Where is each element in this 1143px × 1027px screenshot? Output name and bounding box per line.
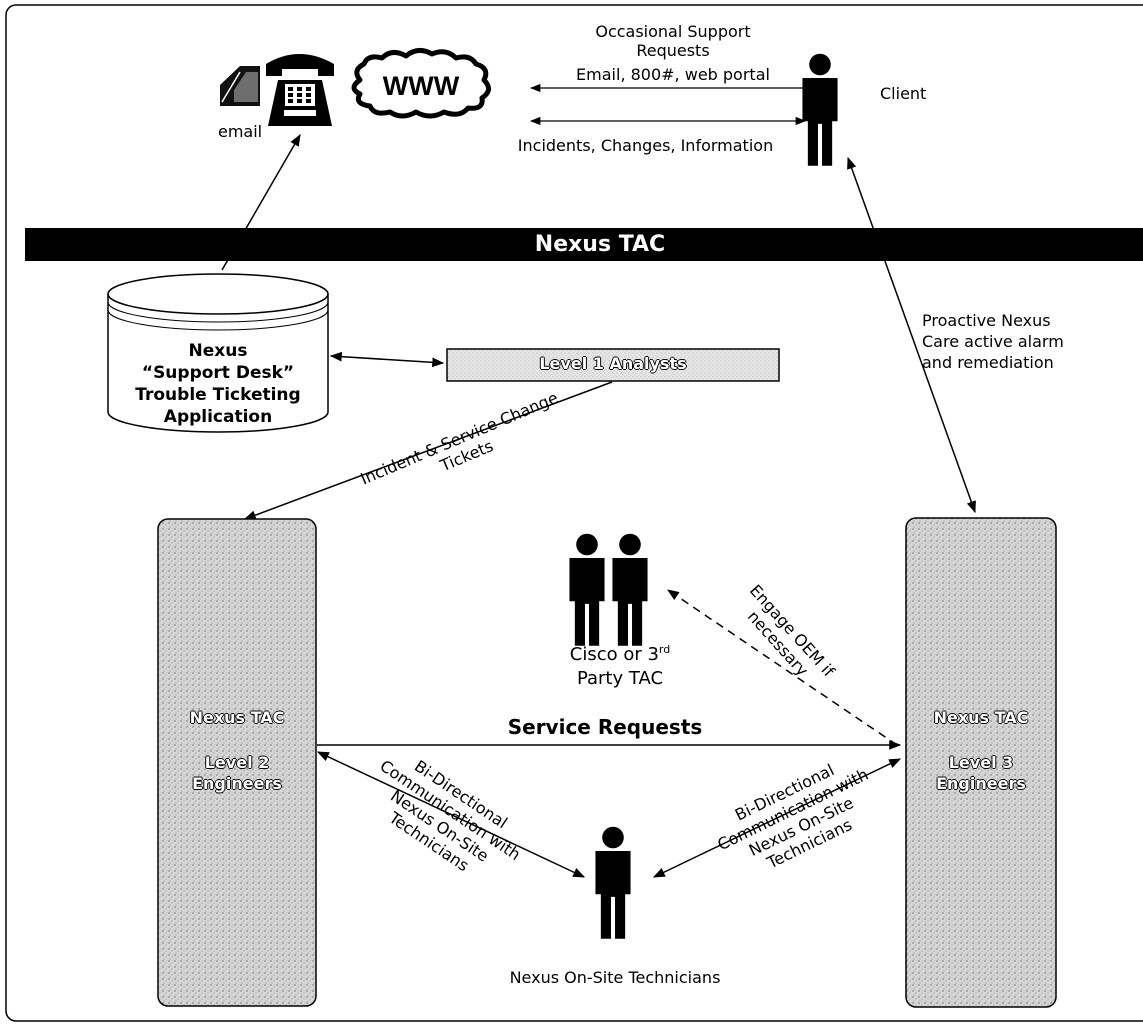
level3-label: Level 3 Engineers [936,753,1026,793]
third-party-line1: Cisco or 3 [569,644,659,665]
occasional-requests-label: Occasional Support Requests [595,22,751,60]
third-party-person-icon [612,533,648,646]
arrow-level1-to-level2 [243,381,613,520]
third-party-label: Cisco or 3rd Party TAC [520,638,720,691]
arrow-level2-onsite [316,751,586,878]
level2-panel [157,518,317,1007]
service-requests-label: Service Requests [507,715,703,739]
channels-label: Email, 800#, web portal [576,65,770,84]
arrow-client-to-level3 [847,156,976,514]
telephone-icon [266,54,334,126]
level1-label: Level 1 Analysts [539,354,687,373]
onsite-technician-icon [595,826,631,939]
level2-label: Level 2 Engineers [192,753,282,793]
email-label: email [218,122,263,141]
internet-cloud-icon: WWW [351,48,491,119]
level3-panel [905,517,1057,1008]
www-label: WWW [383,71,460,101]
email-icon [220,66,260,106]
onsite-label: Nexus On-Site Technicians [509,968,721,987]
third-party-sup: rd [658,643,671,656]
support-desk-database [107,273,329,433]
level1-box [446,348,780,382]
arrow-desk-level1 [329,351,445,368]
arrow-level3-onsite [652,758,902,878]
support-desk-label: Nexus “Support Desk” Trouble Ticketing A… [135,341,301,427]
level2-title: Nexus TAC [189,708,285,727]
incidents-changes-label: Incidents, Changes, Information [517,136,774,155]
client-label: Client [880,84,927,103]
third-party-line2: Party TAC [576,668,664,689]
arrow-phone-to-desk [221,133,301,271]
arrow-engage-oem [667,589,898,746]
nexus-tac-bar-title: Nexus TAC [534,232,666,257]
proactive-label: Proactive Nexus Care active alarm and re… [922,311,1064,372]
frame [5,4,1143,1022]
level3-title: Nexus TAC [933,708,1029,727]
third-party-person-icon [569,533,605,646]
